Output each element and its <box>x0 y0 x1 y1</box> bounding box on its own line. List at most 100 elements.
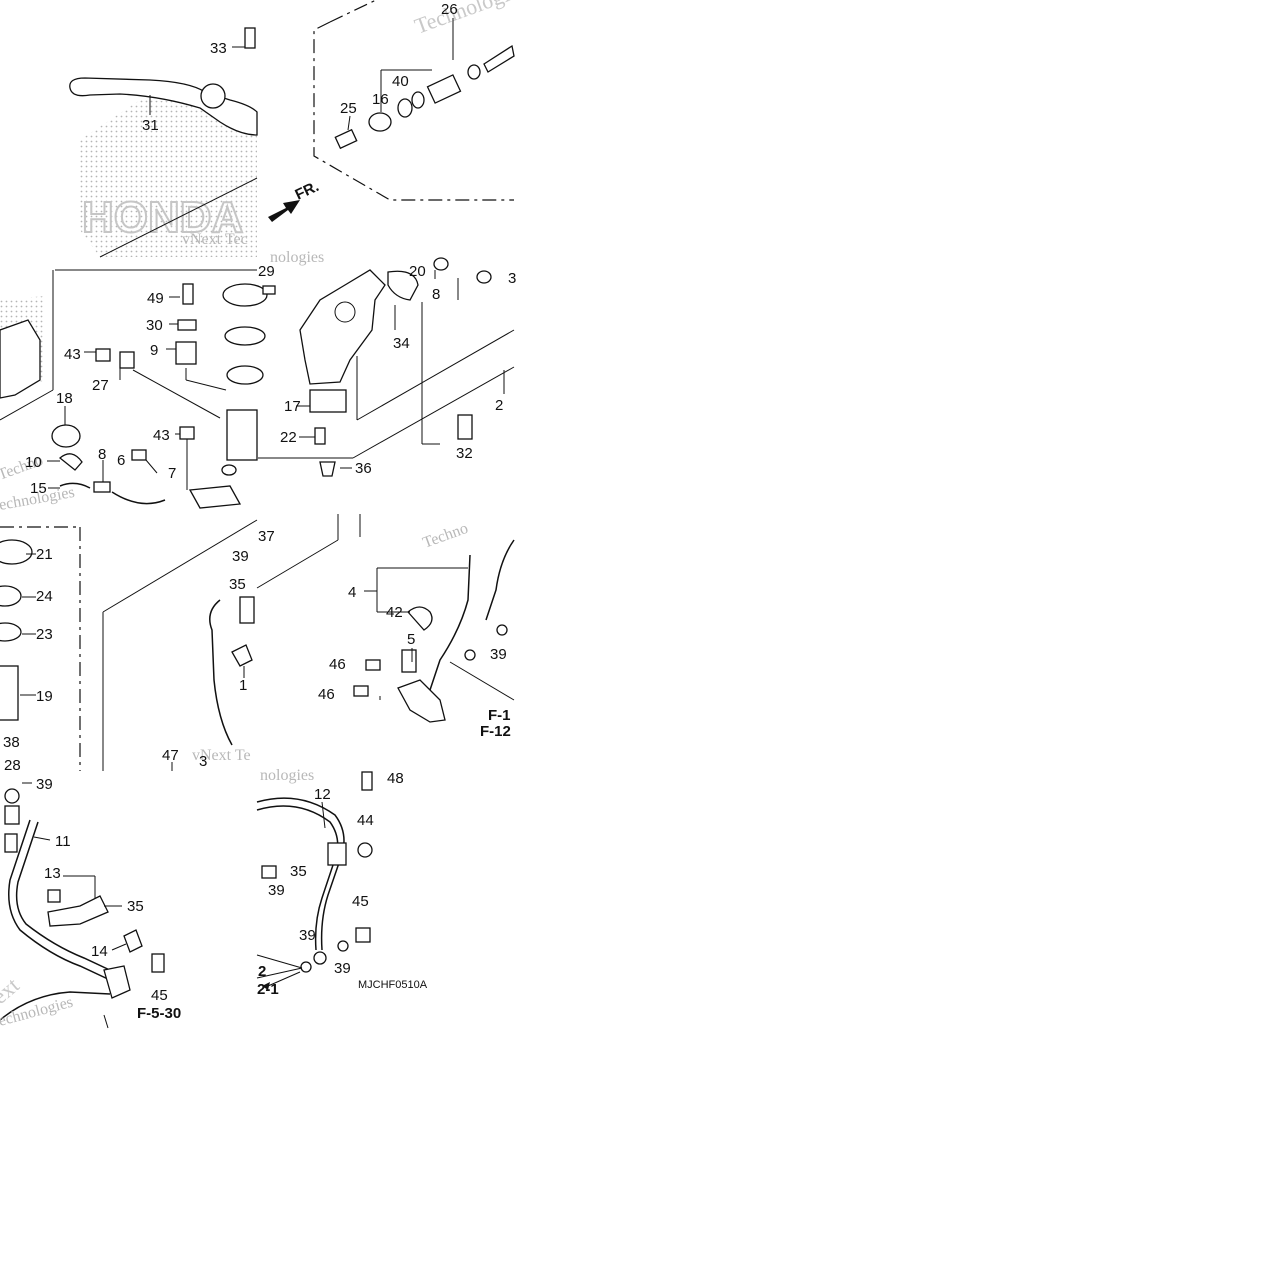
callout-16: 16 <box>372 91 389 108</box>
callout-40: 40 <box>392 73 409 90</box>
callout-3: 3 <box>508 270 516 287</box>
callout-39-b: 39 <box>490 646 507 663</box>
callout-10: 10 <box>25 454 42 471</box>
callout-15: 15 <box>30 480 47 497</box>
callout-27: 27 <box>92 377 109 394</box>
callout-6: 6 <box>117 452 125 469</box>
main-brake-hose-icon <box>429 554 471 691</box>
callout-39-e: 39 <box>299 927 316 944</box>
reservoir-cap-exploded-icon <box>0 539 33 721</box>
ref-2: 2 <box>258 963 266 980</box>
callout-8: 8 <box>432 286 440 303</box>
callout-49: 49 <box>147 290 164 307</box>
tile-brake-lever: HONDA vNext Tec <box>69 27 258 258</box>
callout-43-b: 22 <box>280 429 297 446</box>
hose-clip-icon <box>47 895 109 927</box>
tile-reservoir-exploded: vNext Te <box>0 519 258 771</box>
diagram-code: MJCHF0510A <box>358 979 428 991</box>
callout-26: 26 <box>441 1 458 18</box>
callout-4: 4 <box>348 584 356 601</box>
callout-12: 12 <box>314 786 331 803</box>
callout-13: 35 <box>127 898 144 915</box>
callout-45: 13 <box>44 865 61 882</box>
switch-icon <box>309 389 347 413</box>
adjuster-screw-icon <box>244 27 256 49</box>
callout-39: 39 <box>232 548 249 565</box>
callout-34: 43 <box>153 427 170 444</box>
piston-parts-icon <box>334 44 515 150</box>
master-cylinder-icon <box>299 269 386 385</box>
callout-5: 5 <box>407 631 415 648</box>
lower-hose-icon <box>8 819 111 981</box>
reservoir-hose-icon <box>209 599 233 746</box>
callout-48: 48 <box>387 770 404 787</box>
callout-37: 37 <box>258 528 275 545</box>
nologies-watermark-2: nologies <box>260 767 314 784</box>
technologies-watermark: Technologies <box>411 0 529 39</box>
tile-piston-kit: Technologies FR. <box>268 0 530 222</box>
callout-3-b: 3 <box>199 753 207 770</box>
callout-30: 30 <box>146 317 163 334</box>
techno-watermark-2: Techno <box>421 520 471 552</box>
callout-47: 47 <box>162 747 179 764</box>
callout-35-c: 45 <box>352 893 369 910</box>
callout-31: 31 <box>142 117 159 134</box>
honda-watermark: HONDA <box>82 193 243 242</box>
callout-42: 42 <box>386 604 403 621</box>
ref-f-1: F-1 <box>488 707 511 724</box>
vnext-watermark: vNext Tec <box>182 231 248 248</box>
callout-25: 25 <box>340 100 357 117</box>
reference-labels: F-1 F-12 F-5-30 2 2-1 MJCHF0510A <box>137 707 511 1022</box>
callout-39-f: 39 <box>334 960 351 977</box>
callout-35: 35 <box>229 576 246 593</box>
clamp-holder-icon <box>387 270 419 301</box>
nologies-watermark: nologies <box>270 249 324 266</box>
callout-8-b: 8 <box>98 446 106 463</box>
callout-46: 46 <box>329 656 346 673</box>
callout-1: 1 <box>239 677 247 694</box>
callout-21: 21 <box>36 546 53 563</box>
callout-33: 33 <box>210 40 227 57</box>
callout-44: 44 <box>357 812 374 829</box>
callout-24: 24 <box>36 588 53 605</box>
callout-32: 32 <box>456 445 473 462</box>
callout-43: 43 <box>64 346 81 363</box>
callout-7: 7 <box>168 465 176 482</box>
vnext-watermark-2: vNext Te <box>192 747 251 764</box>
callout-28: 28 <box>4 757 21 774</box>
callout-20: 20 <box>409 263 426 280</box>
front-arrow-icon <box>268 200 300 222</box>
callout-19: 19 <box>36 688 53 705</box>
callout-14: 14 <box>91 943 108 960</box>
callout-labels: 26 33 40 16 25 31 29 20 8 3 49 30 34 9 4… <box>3 1 516 1004</box>
tile-lower-hose-right: nologies <box>256 767 373 990</box>
callout-46-b: 46 <box>318 686 335 703</box>
callout-38: 38 <box>3 734 20 751</box>
callout-17: 18 <box>56 390 73 407</box>
caliper-hose-icon <box>256 797 345 951</box>
callout-39-d: 39 <box>268 882 285 899</box>
reservoir-cap-icon <box>222 283 268 461</box>
callout-35-b: 35 <box>290 863 307 880</box>
callout-39-c: 39 <box>36 776 53 793</box>
callout-22: 34 <box>393 335 410 352</box>
ref-f-5-30: F-5-30 <box>137 1005 181 1022</box>
callout-2: 17 <box>284 398 301 415</box>
callout-29: 29 <box>258 263 275 280</box>
callout-18: 2 <box>495 397 503 414</box>
front-direction-label: FR. <box>293 178 322 204</box>
master-cylinder-body-icon <box>0 319 41 399</box>
callout-23: 23 <box>36 626 53 643</box>
ref-2-1: 2-1 <box>257 981 279 998</box>
lever-pivot-icon <box>200 83 226 109</box>
callout-11: 11 <box>55 833 71 850</box>
tile-master-cylinder: nologies <box>258 249 515 477</box>
ext-watermark: ext <box>0 972 24 1008</box>
callout-36: 36 <box>355 460 372 477</box>
tile-reservoir: Techno echnologies <box>0 269 268 514</box>
hose-clamp-icon <box>407 606 433 631</box>
brake-switch-icon <box>397 679 446 723</box>
callout-9: 9 <box>150 342 158 359</box>
tile-brake-hose: Techno <box>256 514 515 723</box>
